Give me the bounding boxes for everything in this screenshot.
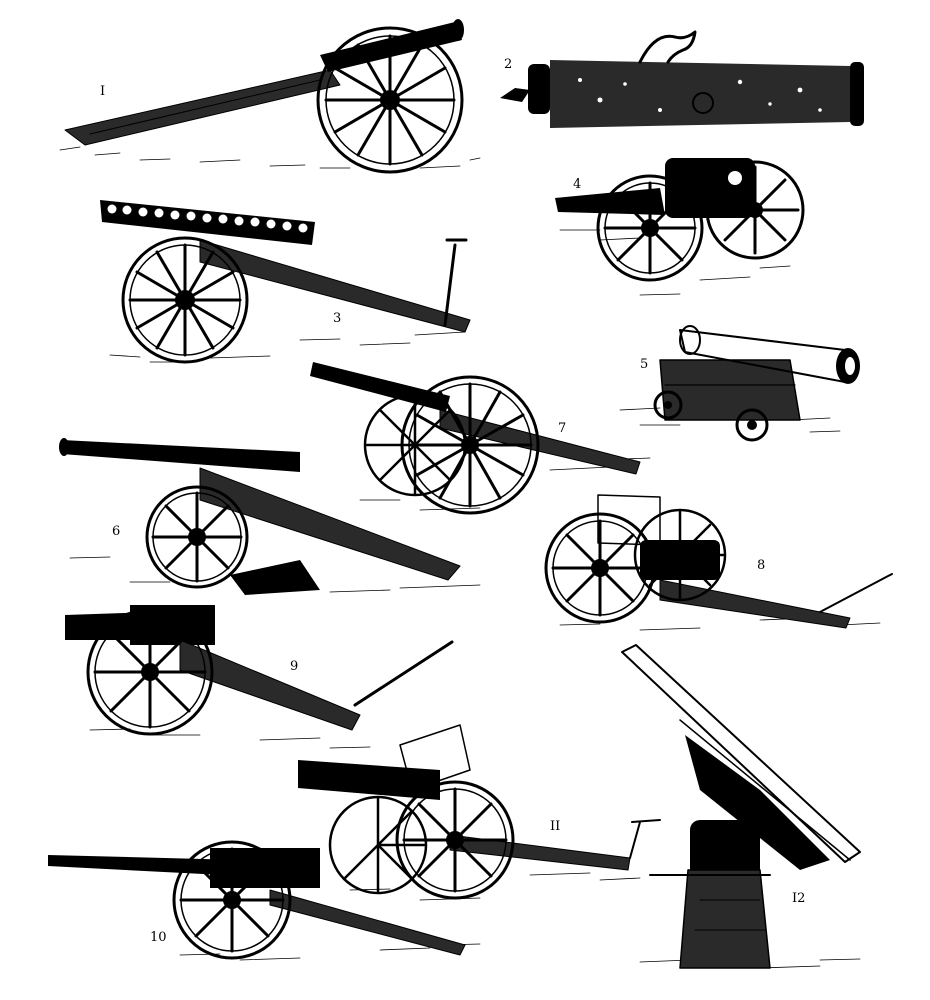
figure-1-early-gun: I (59, 19, 481, 174)
figure-12-pedestal-gun: I2 (621, 644, 861, 969)
label-7: 7 (558, 421, 566, 436)
figure-11-howitzer-with-shield: II (298, 724, 661, 901)
label-4: 4 (573, 177, 581, 192)
figure-3-volley-gun: 3 (100, 200, 471, 364)
label-9: 9 (290, 659, 298, 674)
label-6: 6 (112, 524, 120, 539)
label-10: 10 (150, 930, 167, 945)
label-3: 3 (333, 311, 341, 326)
label-5: 5 (640, 357, 648, 372)
figure-10-long-barrel-gun: 10 (48, 840, 481, 961)
label-12: I2 (792, 891, 805, 906)
figure-8-field-gun-with-shield: 8 (544, 494, 893, 631)
figure-5-naval-cannon: 5 (619, 325, 860, 442)
figure-2-ornamented-barrel: 2 (500, 30, 864, 128)
figure-6-long-gun: 6 (59, 438, 481, 595)
label-1: I (100, 84, 105, 99)
figure-4-field-gun: 4 (555, 158, 805, 296)
figure-7-field-gun: 7 (310, 362, 651, 515)
figure-9-howitzer: 9 (65, 605, 454, 749)
label-8: 8 (757, 558, 765, 573)
label-2: 2 (504, 57, 512, 72)
label-11: II (550, 819, 560, 834)
